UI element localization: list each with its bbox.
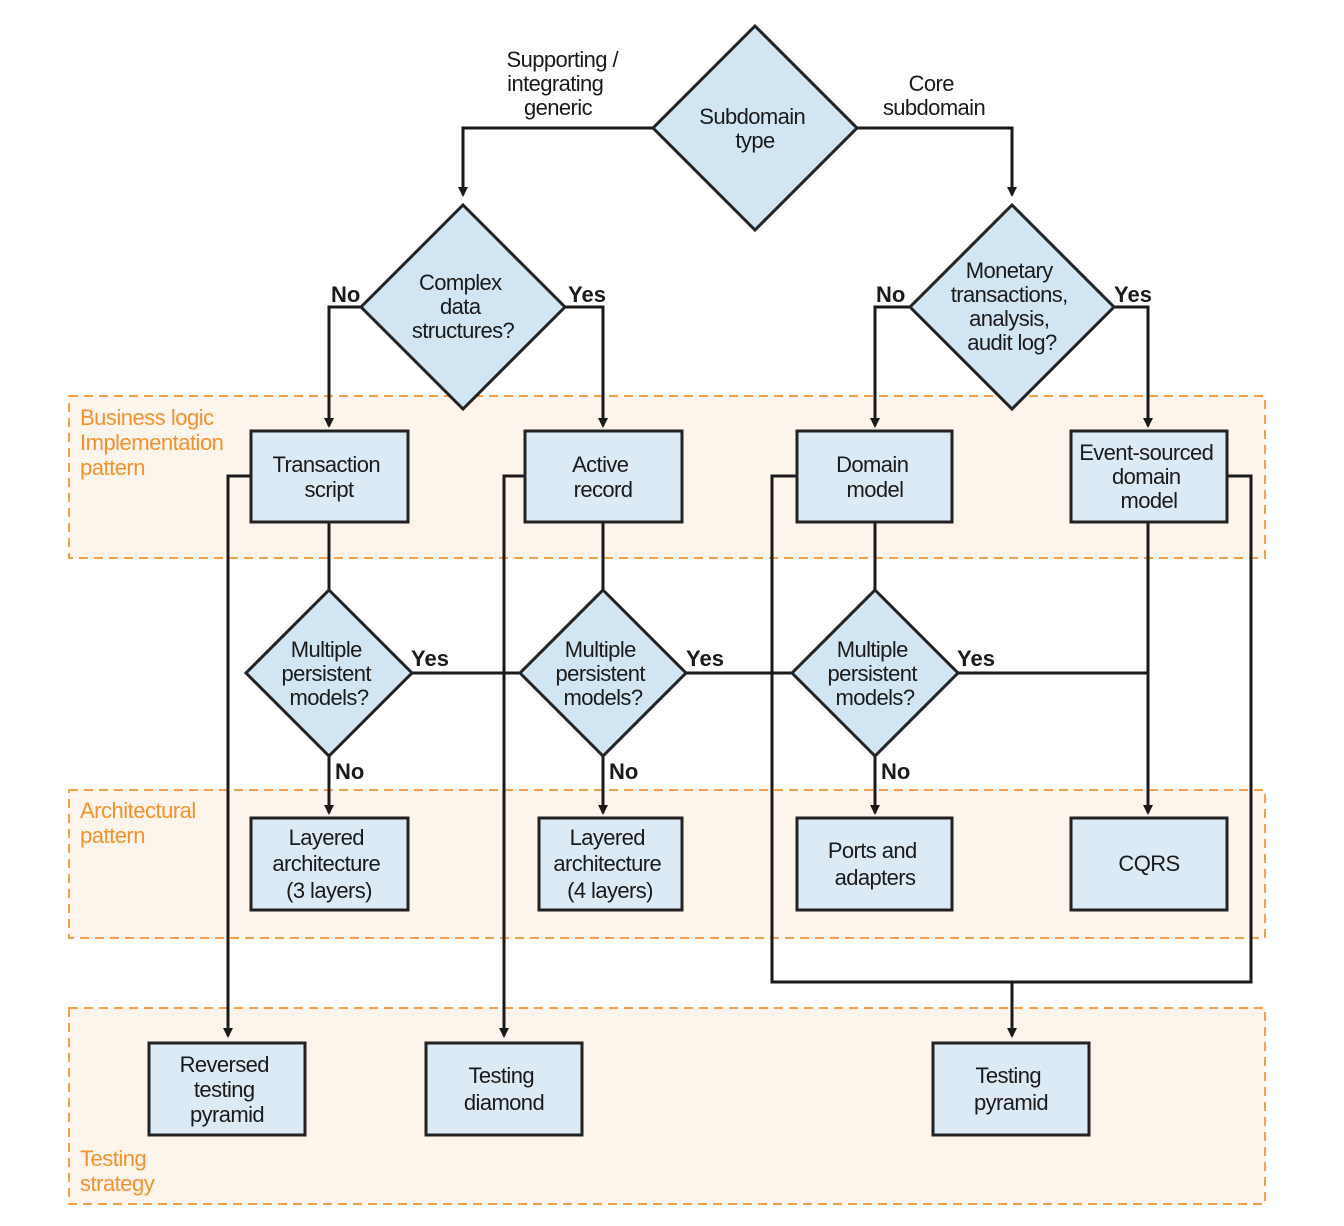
edge-ar-to-diamond [499, 474, 525, 1038]
decision-multiple-persistent-2 [517, 587, 689, 759]
box-layered-3 [249, 816, 410, 912]
decision-multiple-persistent-3-label: Multiple persistent models? [828, 637, 923, 710]
box-transaction-script-label: Transaction script [272, 452, 385, 502]
decision-multiple-persistent-2-label: Multiple persistent models? [556, 637, 651, 710]
box-cqrs [1069, 816, 1229, 912]
edge-complex-no [324, 305, 363, 428]
box-ports-and-adapters-label: Ports and adapters [828, 838, 922, 890]
branch-label-multiple3-no: No [881, 759, 910, 784]
decision-complex-data-label: Complex data structures? [412, 270, 515, 343]
box-testing-pyramid-label: Testing pyramid [974, 1063, 1048, 1115]
box-ports-and-adapters [795, 816, 954, 912]
decision-monetary-label: Monetary transactions, analysis, audit l… [951, 258, 1073, 355]
decision-subdomain-type [650, 23, 860, 233]
box-layered-4 [537, 816, 684, 912]
branch-label-multiple1-yes: Yes [411, 646, 449, 671]
decision-multiple-persistent-1 [243, 587, 415, 759]
box-testing-diamond-label: Testing diamond [464, 1063, 544, 1115]
decision-subdomain-type-label: Subdomain type [699, 104, 810, 153]
branch-label-multiple1-no: No [335, 759, 364, 784]
edge-complex-yes [565, 305, 608, 428]
branch-label-supporting: Supporting / integrating generic [507, 47, 624, 120]
box-layered-3-label: Layered architecture (3 layers) [272, 825, 385, 903]
branch-label-core-subdomain: Core subdomain [883, 71, 985, 120]
box-event-sourced-domain-model-label: Event-sourced domain model [1079, 440, 1219, 513]
edge-subdomain-to-complex [458, 126, 653, 197]
decision-monetary [907, 202, 1117, 412]
branch-label-monetary-no: No [876, 282, 905, 307]
branch-label-complex-yes: Yes [568, 282, 606, 307]
architectural-pattern-zone-label: Architectural pattern [80, 798, 201, 848]
edge-subdomain-to-monetary [857, 126, 1017, 197]
box-cqrs-label: CQRS [1118, 851, 1179, 876]
testing-strategy-zone-label: Testing strategy [80, 1146, 155, 1196]
branch-label-multiple2-no: No [609, 759, 638, 784]
decision-multiple-persistent-3 [789, 587, 961, 759]
branch-label-complex-no: No [331, 282, 360, 307]
box-testing-pyramid [931, 1041, 1091, 1137]
edge-ts-to-reversed-pyramid [223, 474, 251, 1038]
edge-monetary-yes [1113, 305, 1153, 428]
decision-multiple-persistent-1-label: Multiple persistent models? [282, 637, 377, 710]
box-domain-model-label: Domain model [836, 452, 914, 502]
box-active-record-label: Active record [572, 452, 634, 502]
box-reversed-testing-pyramid [147, 1041, 307, 1137]
branch-label-monetary-yes: Yes [1114, 282, 1152, 307]
decision-complex-data [358, 202, 568, 412]
business-logic-zone-label: Business logic Implementation pattern [80, 405, 229, 480]
box-reversed-testing-pyramid-label: Reversed testing pyramid [180, 1052, 275, 1127]
branch-label-multiple2-yes: Yes [686, 646, 724, 671]
box-domain-model [795, 429, 954, 524]
box-layered-4-label: Layered architecture (4 layers) [553, 825, 666, 903]
box-active-record [523, 429, 684, 524]
branch-label-multiple3-yes: Yes [957, 646, 995, 671]
box-testing-diamond [424, 1041, 584, 1137]
edge-monetary-no [870, 305, 910, 428]
box-event-sourced-domain-model [1069, 429, 1229, 524]
box-transaction-script [249, 429, 410, 524]
